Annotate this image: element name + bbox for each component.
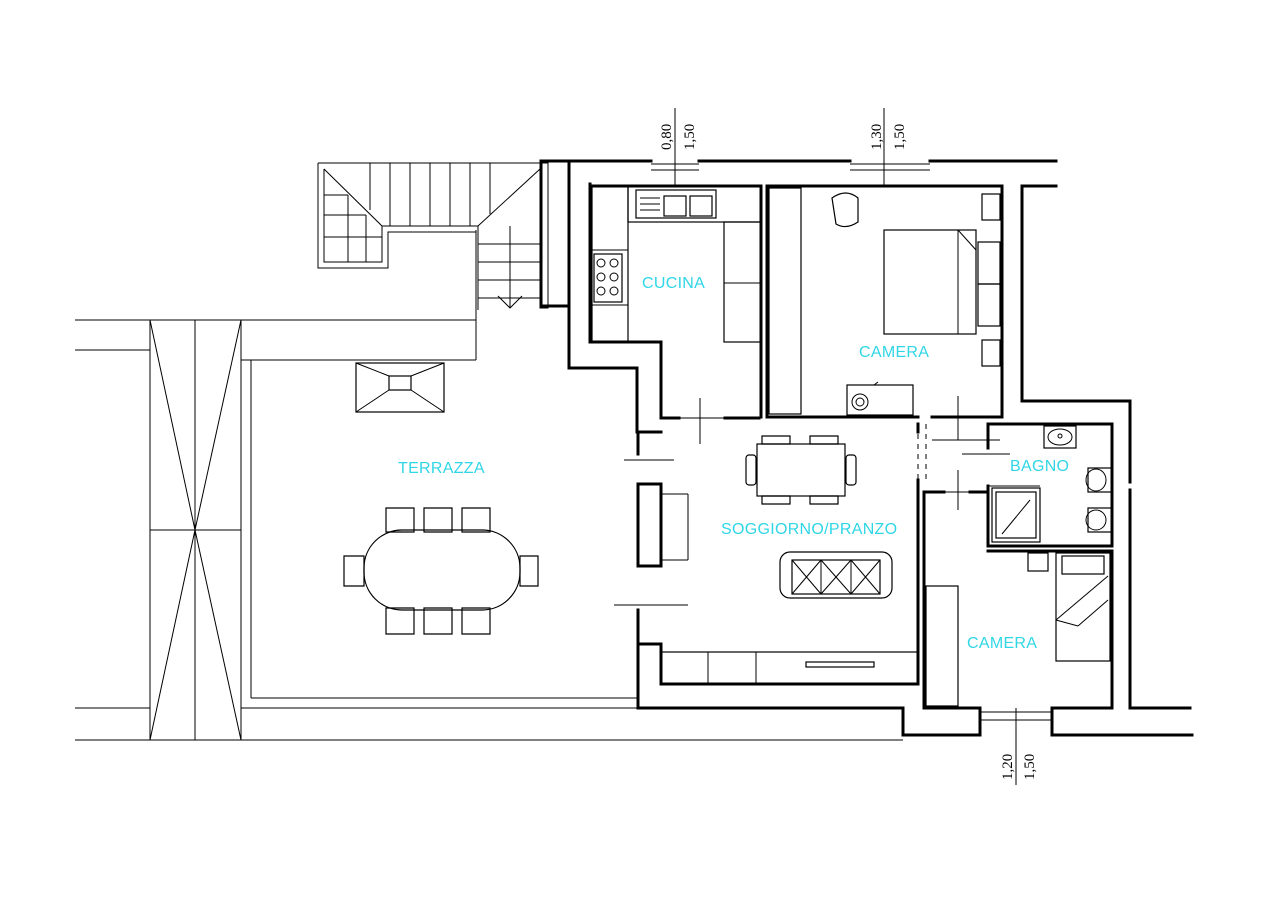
window-height-camera-1: 1,50	[892, 124, 908, 150]
nightstand-2	[1027, 552, 1049, 572]
bathroom-fixtures	[988, 425, 1113, 543]
room-label-camera-1: CAMERA	[859, 344, 929, 361]
room-label-cucina: CUCINA	[642, 275, 705, 292]
window-sill-camera-1: 1,30	[869, 124, 885, 150]
sofa	[779, 551, 893, 599]
window-sill-camera-2: 1,20	[1000, 754, 1016, 780]
room-label-bagno: BAGNO	[1010, 458, 1069, 475]
room-label-soggiorno: SOGGIORNO/PRANZO	[721, 521, 897, 538]
kitchen-counter	[591, 185, 762, 343]
tv-unit	[660, 651, 919, 685]
wardrobe-2	[925, 585, 959, 707]
wardrobe-1	[768, 187, 802, 415]
cooktop	[593, 253, 623, 303]
window-height-camera-2: 1,50	[1022, 754, 1038, 780]
window-sill-cucina: 0,80	[659, 124, 675, 150]
walls	[539, 159, 1194, 737]
door-markers	[614, 396, 1010, 606]
staircase	[317, 162, 549, 310]
armchair	[831, 192, 859, 228]
terrace-side-strip	[149, 319, 242, 741]
kitchen-sink	[635, 189, 717, 219]
double-bed-1	[883, 229, 1001, 335]
terrace-outline	[75, 230, 903, 741]
window-dimension-lines	[674, 108, 1017, 785]
terrace-dining-table	[343, 507, 539, 635]
dining-table-small	[745, 435, 857, 505]
single-bed	[1055, 552, 1111, 662]
window-height-cucina: 1,50	[682, 124, 698, 150]
nightstands-1	[981, 193, 1001, 367]
skylight	[355, 362, 445, 413]
room-label-terrazza: TERRAZZA	[398, 460, 485, 477]
room-label-camera-2: CAMERA	[967, 635, 1037, 652]
desk-1	[846, 381, 914, 416]
